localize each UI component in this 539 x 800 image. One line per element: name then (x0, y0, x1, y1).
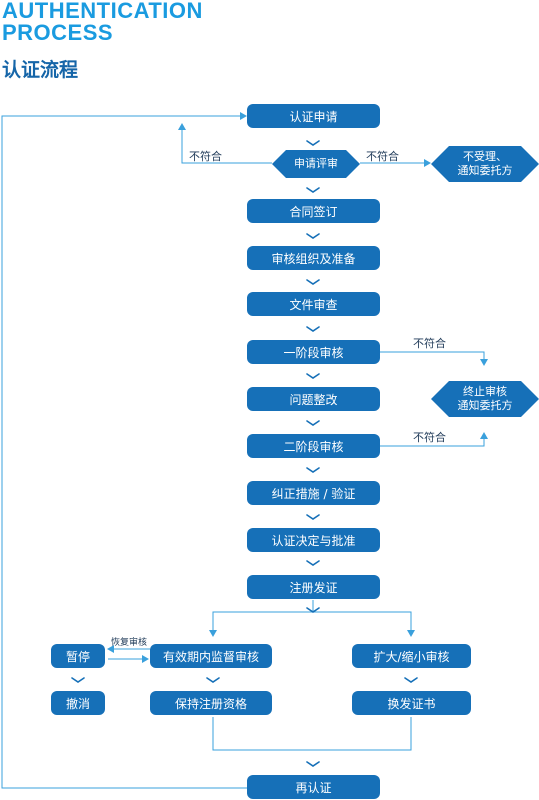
node-reject-notice: 不受理、通知委托方 (431, 146, 539, 182)
title-en-line2: PROCESS (2, 20, 114, 45)
chevron (306, 761, 320, 767)
node-recert: 再认证 (247, 775, 380, 799)
chevron (306, 420, 320, 426)
chevron (306, 607, 320, 613)
label-nonconform-stage1: 不符合 (413, 337, 446, 350)
reject-left-line (178, 123, 272, 164)
node-reissue: 换发证书 (352, 691, 471, 715)
node-scope-change: 扩大/缩小审核 (352, 644, 471, 668)
reject-notice-line1: 不受理、 (463, 150, 507, 163)
chevron (306, 373, 320, 379)
chevron (306, 140, 320, 146)
terminate-line2: 通知委托方 (457, 399, 513, 412)
loop-back-line (1, 112, 247, 789)
label-nonconform-right: 不符合 (366, 150, 399, 163)
node-rectify: 问题整改 (247, 387, 380, 411)
node-stage1: 一阶段审核 (247, 340, 380, 364)
node-doc-review: 文件审查 (247, 292, 380, 316)
node-terminate: 终止审核通知委托方 (431, 381, 539, 417)
stage1-reject-line (380, 351, 488, 366)
chevron (71, 677, 85, 683)
title-en-line1: AUTHENTICATION (2, 0, 203, 23)
node-apply: 认证申请 (247, 104, 380, 128)
node-review: 申请评审 (272, 150, 360, 178)
node-maintain: 保持注册资格 (150, 691, 272, 715)
label-nonconform-left: 不符合 (189, 150, 222, 163)
node-prepare: 审核组织及准备 (247, 246, 380, 270)
reject-notice-line2: 通知委托方 (457, 164, 513, 177)
chevron (404, 677, 418, 683)
chevron (306, 467, 320, 473)
node-suspend: 暂停 (51, 644, 105, 668)
chevron (306, 560, 320, 566)
title-en: AUTHENTICATION PROCESS (2, 0, 203, 44)
node-review-label: 申请评审 (294, 157, 338, 170)
node-certificate: 注册发证 (247, 575, 380, 599)
chevron (306, 187, 320, 193)
merge-line-left (212, 717, 412, 751)
node-contract: 合同签订 (247, 199, 380, 223)
node-decision: 认证决定与批准 (247, 528, 380, 552)
chevron (306, 514, 320, 520)
label-nonconform-stage2: 不符合 (413, 431, 446, 444)
node-revoke: 撤消 (51, 691, 105, 715)
chevron (306, 233, 320, 239)
stage2-reject-line (380, 432, 488, 447)
split-line-right (313, 611, 415, 637)
node-corrective: 纠正措施 / 验证 (247, 481, 380, 505)
title-cn: 认证流程 (2, 59, 79, 81)
label-resume-audit: 恢复审核 (111, 638, 148, 648)
chevron (206, 677, 220, 683)
chevron (306, 326, 320, 332)
chevron (306, 279, 320, 285)
node-surveillance: 有效期内监督审核 (150, 644, 272, 668)
terminate-line1: 终止审核 (463, 385, 507, 398)
split-line (209, 600, 314, 637)
node-stage2: 二阶段审核 (247, 434, 380, 458)
